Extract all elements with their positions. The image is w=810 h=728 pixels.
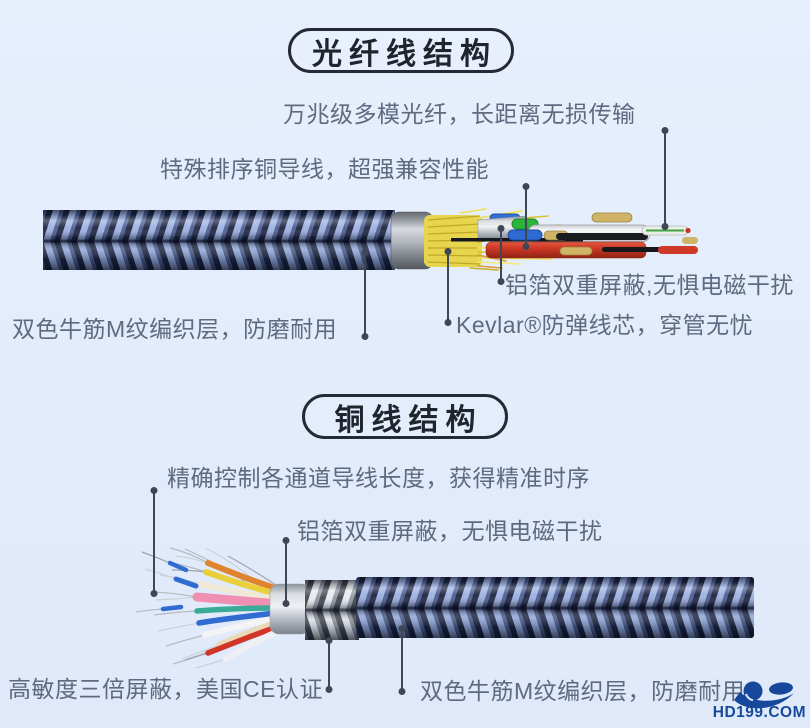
leader-braid-fiber: [364, 252, 366, 337]
callout-braid-fiber: 双色牛筋M纹编织层，防磨耐用: [12, 316, 338, 342]
blue-sleeve: [173, 576, 199, 589]
red-wire-tip: [658, 246, 698, 254]
red-wire: [205, 624, 280, 656]
white-wire-3: [223, 628, 282, 662]
fiber-cable-graphic: [43, 208, 698, 271]
khaki-twisted-wire: [591, 212, 633, 223]
copper-section-title-text: 铜线结构: [334, 403, 483, 437]
leader-timing: [153, 490, 155, 594]
callout-foil-copper: 铝箔双重屏蔽，无惧电磁干扰: [297, 518, 603, 544]
blue-sleeve-2: [167, 560, 189, 573]
callout-copper-wires: 特殊排序铜导线，超强兼容性能: [160, 156, 489, 182]
teal-wire: [194, 605, 281, 614]
black-wire-2: [602, 247, 666, 252]
orange-wire: [205, 560, 281, 592]
copper-shield-shading: [305, 580, 359, 640]
callout-braid-copper: 双色牛筋M纹编织层，防磨耐用: [420, 678, 746, 704]
callout-fiber-optic: 万兆级多模光纤，长距离无损传输: [283, 101, 636, 127]
callout-foil-fiber: 铝箔双重屏蔽,无惧电磁干扰: [505, 272, 794, 298]
leader-kevlar: [447, 251, 449, 323]
black-wire: [556, 233, 648, 240]
leader-copper-wires: [525, 186, 527, 247]
copper-section-title: 铜线结构: [302, 394, 508, 439]
leader-fiber-optic: [664, 130, 666, 227]
watermark-text: HD199.COM: [712, 704, 806, 721]
khaki-twisted-wire-3: [559, 246, 593, 256]
hd199-eye-logo-icon: [734, 681, 794, 709]
khaki-tip: [682, 237, 698, 244]
copper-colored-wires: [160, 560, 285, 662]
fiber-section-title-text: 光纤线结构: [312, 37, 497, 71]
leader-foil-copper: [285, 540, 287, 604]
leader-braid-copper: [401, 628, 403, 692]
copper-cable-graphic: [135, 547, 754, 669]
callout-shield: 高敏度三倍屏蔽，美国CE认证: [8, 676, 323, 702]
copper-jacket-shading: [356, 577, 754, 638]
fiber-braid-shading: [43, 210, 395, 270]
callout-timing: 精确控制各通道导线长度，获得精准时序: [167, 465, 590, 491]
fiber-section-title: 光纤线结构: [288, 28, 514, 73]
leader-shield: [328, 640, 330, 690]
fiber-inner-wires: [451, 212, 698, 259]
blue-sleeve-3: [160, 604, 184, 612]
callout-kevlar: Kevlar®防弹线芯，穿管无忧: [456, 312, 754, 338]
blue-wire-bottom: [196, 610, 279, 626]
fiber-red-tip: [685, 227, 691, 234]
copper-aluminum-foil: [269, 583, 311, 635]
leader-foil-fiber: [500, 228, 502, 282]
